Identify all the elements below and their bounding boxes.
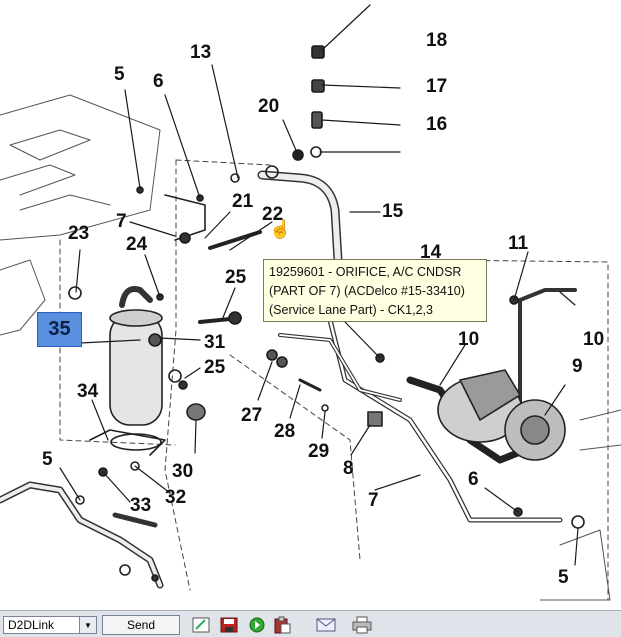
- callout-35-selected[interactable]: 35: [37, 312, 82, 347]
- part-tooltip: 19259601 - ORIFICE, A/C CNDSR (PART OF 7…: [263, 259, 487, 322]
- clipboard-icon[interactable]: [272, 616, 292, 634]
- hand-cursor-icon: ☝: [269, 219, 292, 239]
- callout-16[interactable]: 16: [426, 114, 448, 135]
- save-icon[interactable]: [219, 616, 239, 634]
- callout-13[interactable]: 13: [190, 42, 212, 63]
- callout-23[interactable]: 23: [68, 223, 90, 244]
- accumulator: [109, 314, 163, 426]
- callout-17[interactable]: 17: [426, 76, 448, 97]
- callout-15[interactable]: 15: [382, 201, 404, 222]
- callout-34[interactable]: 34: [77, 381, 99, 402]
- callout-5-bottom-left[interactable]: 5: [42, 449, 53, 470]
- callout-27[interactable]: 27: [241, 405, 263, 426]
- tooltip-line-2: (PART OF 7) (ACDelco #15-33410): [269, 284, 465, 298]
- callout-28[interactable]: 28: [274, 421, 296, 442]
- callout-30[interactable]: 30: [172, 461, 194, 482]
- callout-31[interactable]: 31: [204, 332, 226, 353]
- callout-25-mid[interactable]: 25: [204, 357, 226, 378]
- callout-32[interactable]: 32: [165, 487, 187, 508]
- callout-24[interactable]: 24: [126, 234, 148, 255]
- callout-22[interactable]: 22: [262, 204, 284, 225]
- go-icon[interactable]: [247, 616, 267, 634]
- callout-6-top[interactable]: 6: [153, 71, 164, 92]
- callout-5-top[interactable]: 5: [114, 64, 125, 85]
- body-panel-outline: [0, 94, 161, 241]
- callout-7-bottom[interactable]: 7: [368, 490, 379, 511]
- link-select[interactable]: D2DLink ▼: [3, 616, 97, 634]
- callout-9[interactable]: 9: [572, 356, 583, 377]
- callout-18[interactable]: 18: [426, 30, 448, 51]
- send-button[interactable]: Send: [102, 615, 180, 635]
- callout-6-bottom[interactable]: 6: [468, 469, 479, 490]
- callout-8[interactable]: 8: [343, 458, 354, 479]
- dashed-border-line: [164, 159, 191, 591]
- print-icon[interactable]: [352, 616, 372, 634]
- link-select-value: D2DLink: [8, 618, 55, 632]
- tooltip-line-1: 19259601 - ORIFICE, A/C CNDSR: [269, 265, 462, 279]
- callout-14[interactable]: 14: [420, 242, 442, 263]
- edit-icon[interactable]: [191, 616, 211, 634]
- callout-7-top[interactable]: 7: [116, 211, 127, 232]
- email-icon[interactable]: [316, 616, 336, 634]
- bottom-toolbar: D2DLink ▼ Send: [0, 610, 621, 637]
- callout-33[interactable]: 33: [130, 495, 152, 516]
- callout-10-center[interactable]: 10: [458, 329, 480, 350]
- callout-29[interactable]: 29: [308, 441, 330, 462]
- callout-11[interactable]: 11: [508, 233, 529, 254]
- parts-diagram: [0, 4, 621, 601]
- chevron-down-icon[interactable]: ▼: [79, 617, 96, 633]
- callout-10-right[interactable]: 10: [583, 329, 605, 350]
- callout-5-bottom-right[interactable]: 5: [558, 567, 569, 588]
- callout-21[interactable]: 21: [232, 191, 254, 212]
- tooltip-line-3: (Service Lane Part) - CK1,2,3: [269, 303, 433, 317]
- callout-20[interactable]: 20: [258, 96, 280, 117]
- callout-25-top[interactable]: 25: [225, 267, 247, 288]
